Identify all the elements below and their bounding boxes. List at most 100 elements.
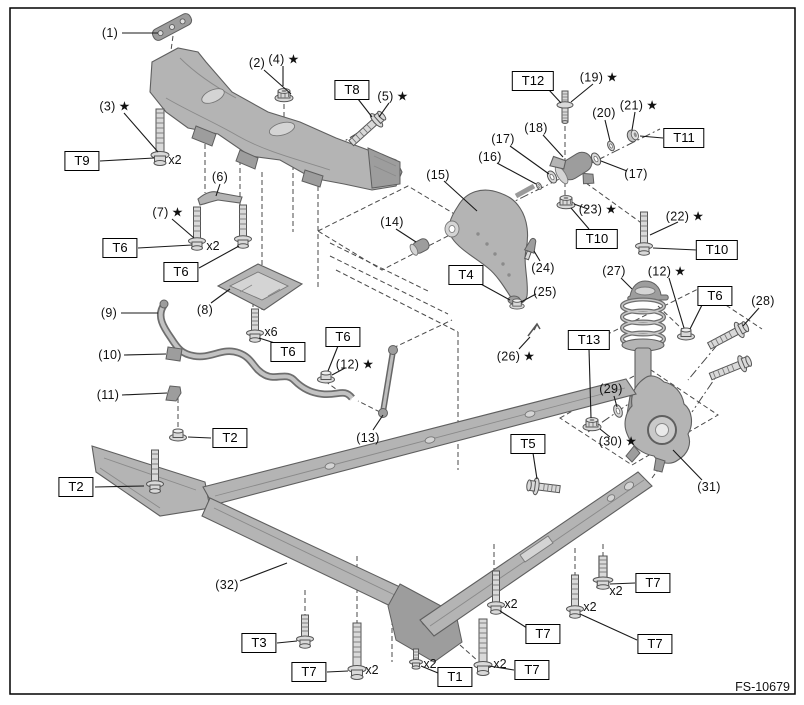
- star-icon: ★: [287, 51, 300, 67]
- part-label-text: (28): [751, 293, 775, 308]
- leader-line: [672, 449, 703, 481]
- leader-line: [187, 436, 212, 439]
- part-label-text: (31): [697, 479, 721, 494]
- torque-box: T10: [575, 229, 619, 249]
- part-label: (13): [356, 432, 379, 445]
- torque-box: T7: [514, 660, 550, 680]
- part-label-text: (4): [268, 52, 285, 67]
- leader-line: [331, 367, 346, 376]
- part-label-text: (24): [531, 260, 555, 275]
- torque-box: T2: [212, 428, 248, 448]
- torque-box: T5: [510, 434, 546, 454]
- clamp-bracket-art: [165, 385, 182, 402]
- multiplier: x2: [206, 238, 220, 253]
- leader-line: [520, 293, 537, 303]
- part-label: (26)★: [497, 349, 535, 363]
- part-label-text: (22): [665, 209, 690, 224]
- part-label: (2): [249, 57, 265, 70]
- leader-line: [600, 160, 628, 172]
- torque-box: T7: [525, 624, 561, 644]
- torque-box: T4: [448, 265, 484, 285]
- star-icon: ★: [362, 356, 375, 372]
- leader-line: [599, 428, 611, 438]
- bracket-1-art: [151, 13, 193, 41]
- part-label: (17): [624, 168, 647, 181]
- part-label-text: (20): [592, 105, 616, 120]
- leader-line: [496, 162, 537, 185]
- leader-line: [123, 112, 159, 153]
- leader-line: [613, 395, 618, 408]
- part-label: (14): [380, 216, 403, 229]
- part-label: (16): [478, 151, 501, 164]
- leader-line: [570, 207, 590, 230]
- multiplier: x2: [423, 656, 437, 671]
- leader-line: [499, 610, 528, 629]
- bushing-assembly-art: [549, 151, 595, 185]
- part-label: (5)★: [377, 89, 408, 103]
- part-label: (27): [602, 265, 625, 278]
- part-label: (19)★: [580, 70, 618, 84]
- leader-line: [668, 277, 685, 329]
- torque-box: T6: [102, 238, 138, 258]
- torque-box: T2: [58, 477, 94, 497]
- leader-line: [94, 485, 145, 488]
- star-icon: ★: [692, 208, 705, 224]
- torque-box: T7: [637, 634, 673, 654]
- part-label-text: (29): [599, 381, 623, 396]
- part-label: (17): [491, 133, 514, 146]
- multiplier: x2: [609, 583, 623, 598]
- part-label-text: (3): [99, 99, 116, 114]
- knuckle-art: [624, 375, 693, 473]
- part-label: (25): [533, 286, 556, 299]
- part-label-text: (1): [101, 25, 119, 40]
- part-label: (10): [98, 349, 121, 362]
- part-label-text: (12): [335, 357, 360, 372]
- torque-box: T6: [697, 286, 733, 306]
- part-label: (15): [426, 169, 449, 182]
- leader-line: [420, 665, 439, 674]
- support-beam-art: [91, 378, 637, 663]
- part-label-text: (11): [96, 387, 120, 402]
- part-label-text: (23): [578, 202, 603, 217]
- leader-line: [518, 336, 531, 350]
- part-label-text: (30): [598, 434, 623, 449]
- leader-line: [533, 250, 541, 262]
- part-label-text: (19): [579, 70, 604, 85]
- part-label-text: (6): [211, 169, 229, 184]
- star-icon: ★: [171, 204, 184, 220]
- leader-line: [215, 183, 221, 197]
- leader-line: [652, 247, 698, 251]
- torque-box: T7: [635, 573, 671, 593]
- part-label: (4)★: [268, 52, 299, 66]
- leader-line: [542, 134, 564, 158]
- leader-line: [210, 288, 231, 304]
- leader-line: [121, 392, 168, 396]
- part-label-text: (16): [478, 149, 502, 164]
- leader-line: [588, 348, 592, 419]
- torque-box: T8: [334, 80, 370, 100]
- leader-line: [639, 135, 664, 139]
- leader-line: [327, 345, 339, 372]
- leader-line: [239, 562, 288, 582]
- leader-line: [171, 218, 195, 239]
- bushing-14-art: [409, 238, 430, 256]
- part-label: (21)★: [620, 98, 658, 112]
- leader-line: [372, 414, 384, 431]
- leader-line: [649, 221, 679, 236]
- leader-line: [198, 245, 240, 269]
- torque-box: T13: [567, 330, 611, 350]
- leader-line: [488, 665, 515, 671]
- star-icon: ★: [396, 88, 409, 104]
- part-label: (28): [751, 295, 774, 308]
- part-label-text: (14): [380, 214, 404, 229]
- leader-line: [620, 277, 633, 290]
- part-label: (31): [697, 481, 720, 494]
- bushing-clamp-art: [165, 346, 183, 362]
- part-label: (30)★: [599, 434, 637, 448]
- leader-line: [443, 180, 478, 212]
- multiplier: x2: [365, 662, 379, 677]
- part-label: (32): [215, 579, 238, 592]
- star-icon: ★: [646, 97, 659, 113]
